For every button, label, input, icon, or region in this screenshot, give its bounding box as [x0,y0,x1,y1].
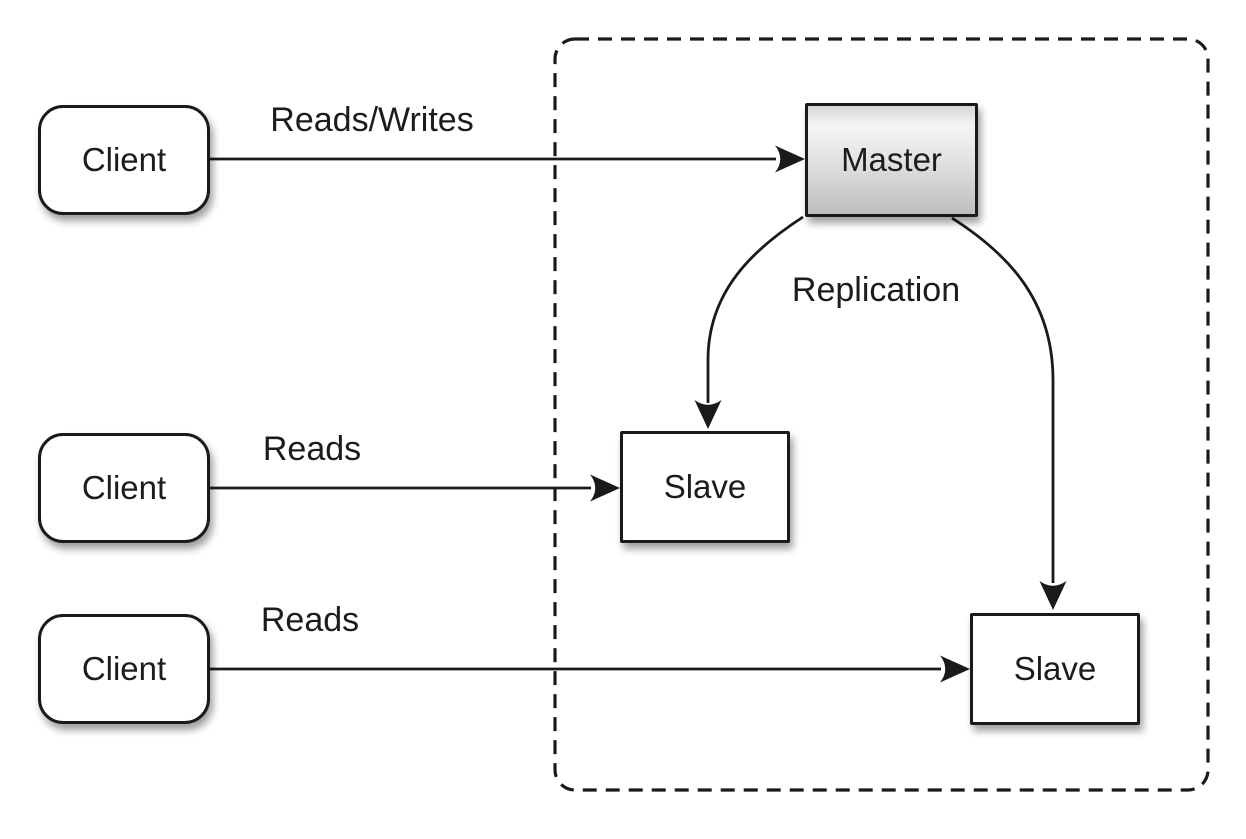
edge-label-replication: Replication [791,271,961,309]
node-master: Master [805,103,978,217]
edge-client1-master-arrowhead-icon [775,145,805,173]
node-client-3: Client [38,614,210,724]
node-client-3-label: Client [81,650,167,687]
node-slave-1-label: Slave [663,468,747,505]
node-client-2-label: Client [81,469,167,506]
edge-client3-slave2-arrowhead-icon [940,655,970,683]
edge-label-reads-2: Reads [260,601,360,639]
edge-label-reads-writes: Reads/Writes [270,101,474,139]
node-client-1: Client [38,105,210,215]
node-client-1-label: Client [81,141,167,178]
node-slave-1: Slave [620,431,790,543]
replication-cluster-boundary [553,37,1210,792]
node-slave-2-label: Slave [1013,650,1097,687]
edge-client2-slave1-arrowhead-icon [590,474,620,502]
edge-master-slave2-curve [951,216,1055,583]
edge-label-reads-1: Reads [262,430,362,468]
edge-master-slave1-arrowhead-icon [694,400,722,429]
node-master-label: Master [841,141,942,178]
node-client-2: Client [38,433,210,543]
edge-master-slave1-curve [706,215,804,403]
edge-master-slave2-arrowhead-icon [1039,581,1067,610]
node-slave-2: Slave [970,613,1140,725]
